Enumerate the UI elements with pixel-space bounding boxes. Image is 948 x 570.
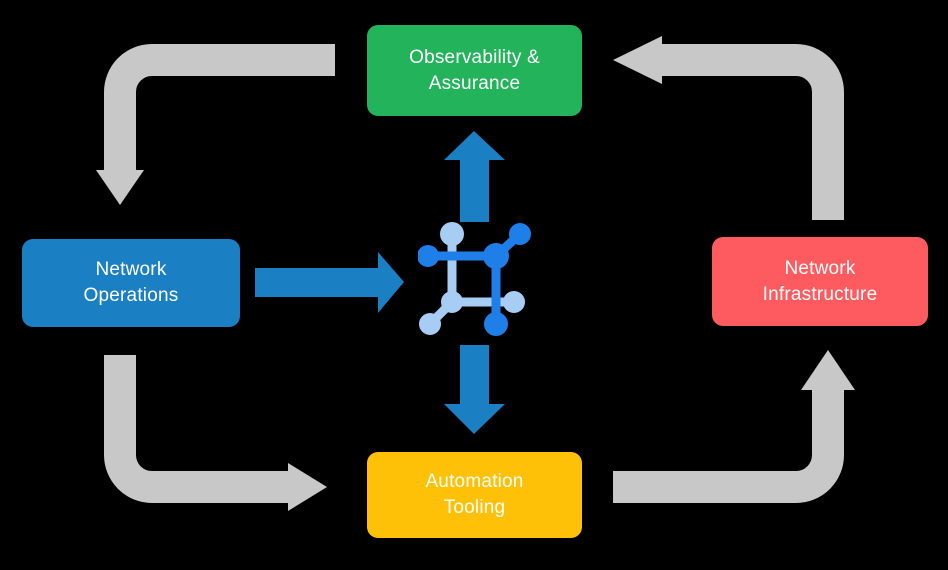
arrow-operations-to-center xyxy=(255,252,404,313)
arrow-center-to-observability xyxy=(444,131,505,222)
node-network-operations[interactable]: Network Operations xyxy=(22,239,240,327)
arrow-center-to-automation xyxy=(444,345,505,434)
arrow-operations-to-automation xyxy=(104,355,327,511)
node-automation-tooling[interactable]: Automation Tooling xyxy=(367,452,582,538)
arrow-observability-to-operations xyxy=(96,44,335,205)
node-network-infrastructure[interactable]: Network Infrastructure xyxy=(712,237,928,326)
network-topology-icon xyxy=(418,222,531,336)
node-observability-assurance[interactable]: Observability & Assurance xyxy=(367,25,582,116)
arrow-infrastructure-to-observability xyxy=(613,36,844,220)
arrow-automation-to-infrastructure xyxy=(613,350,855,503)
